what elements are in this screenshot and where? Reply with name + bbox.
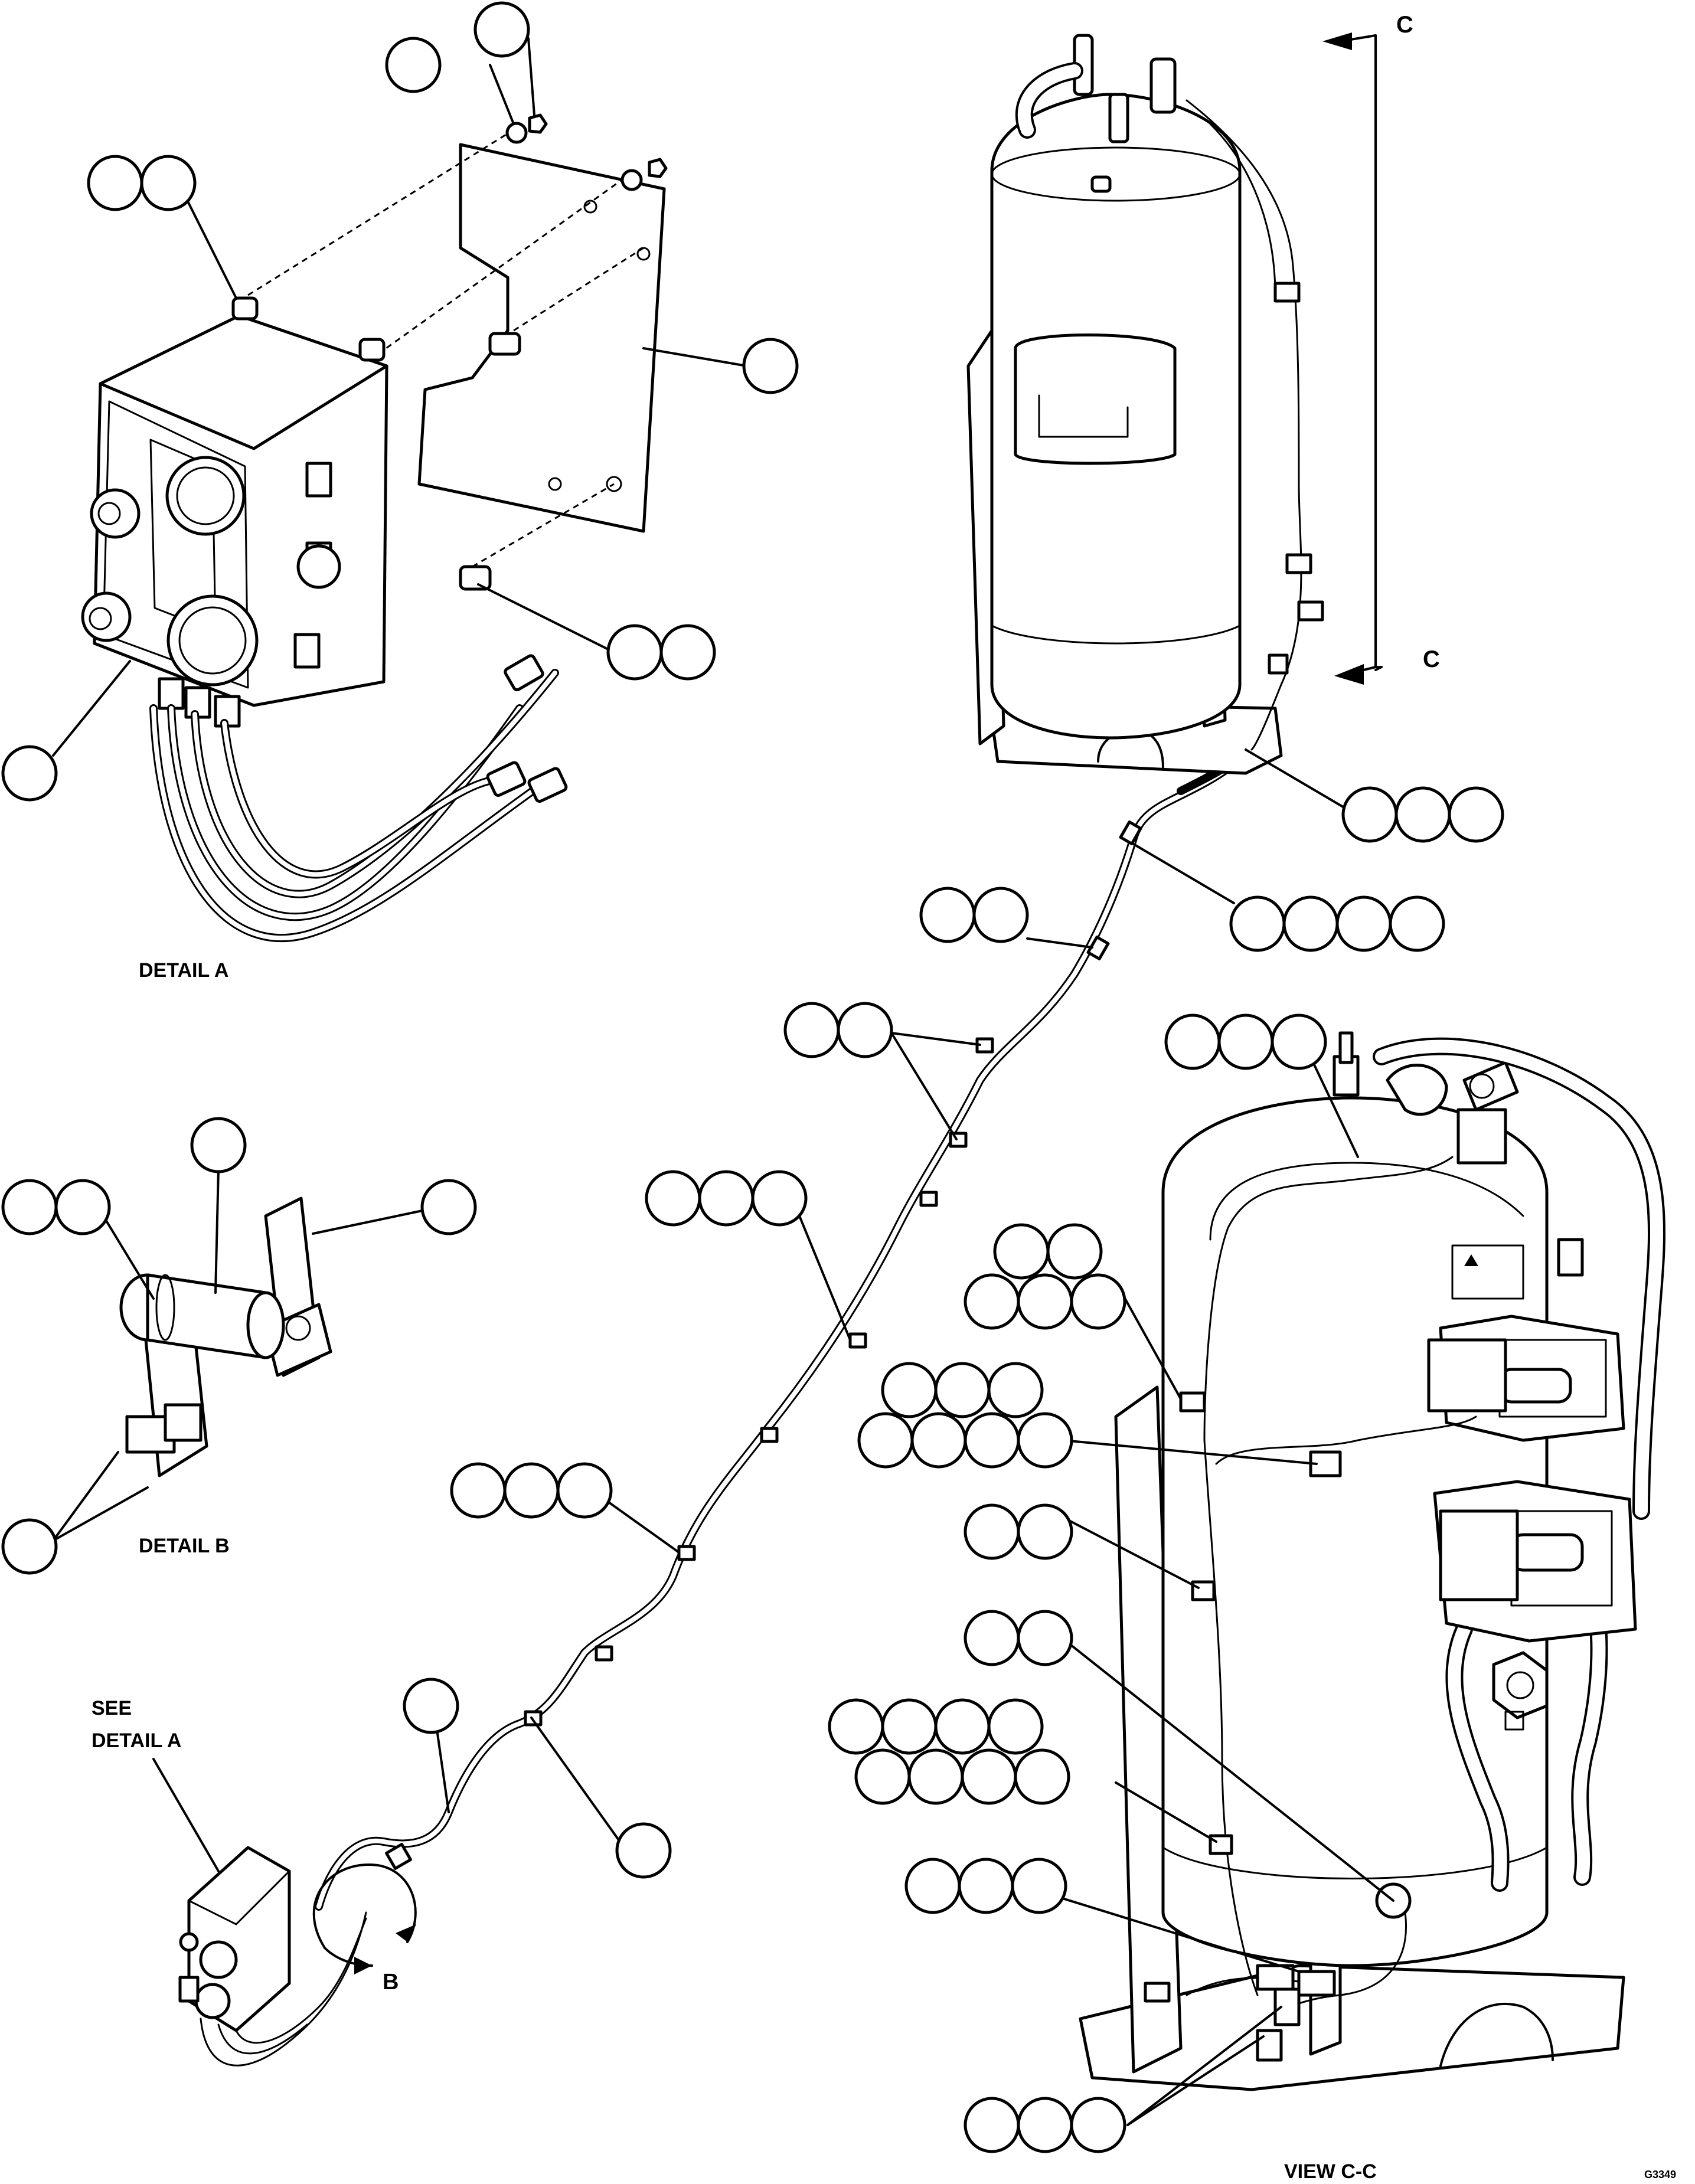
section-c-bottom-label: C [1423,646,1440,672]
detail-a-control-box [81,113,668,943]
nut [528,113,548,134]
callout-balloon [961,1748,1017,1805]
callout-balloon [837,1002,893,1058]
callout-balloon [1164,1013,1221,1070]
callout-balloon [1,745,58,802]
air-tank-top [966,32,1383,775]
screw [488,332,521,356]
push-button-lower [166,594,259,686]
callout-balloon [972,887,1029,943]
arrow-b-label: B [383,1970,399,1995]
callout-balloon [1389,895,1445,952]
leader-lines [52,37,1394,2126]
callout-balloon [854,1748,911,1805]
callout-balloon [556,1462,613,1519]
callout-balloon [1017,1412,1073,1469]
callout-balloon [1229,895,1286,952]
callout-balloon [1017,1273,1073,1330]
callout-balloon [934,1698,991,1755]
callout-balloon [910,1412,967,1469]
callout-balloon [87,155,143,211]
callout-balloon [503,1462,560,1519]
washer [505,122,528,144]
callout-balloon [1341,786,1398,843]
callout-balloon [751,1170,808,1227]
callout-balloon [1271,1013,1327,1070]
callout-balloon [1017,1503,1073,1560]
callout-balloon [919,887,976,943]
callout-balloon [698,1170,755,1227]
callout-balloon [904,1858,961,1914]
callout-balloon [964,2097,1020,2153]
view-cc-caption: VIEW C-C [1284,2160,1377,2183]
callout-balloon [1217,1013,1274,1070]
callout-balloon [964,1412,1020,1469]
callout-balloon [987,1698,1044,1755]
indicator-light-upper [90,488,141,539]
control-box-small [178,1846,367,2067]
tank-cylinder-cc [1161,1096,1549,1967]
callout-balloon [1448,786,1504,843]
detail-b-caption: DETAIL B [139,1535,230,1557]
callout-balloon [964,1503,1020,1560]
callout-balloon [403,1678,459,1734]
see-detail-a-caption: DETAIL A [92,1729,181,1752]
callout-balloon [1282,895,1339,952]
callout-balloon [857,1412,914,1469]
callout-balloon [828,1698,884,1755]
callout-balloon [54,1179,111,1235]
callout-balloon [907,1748,964,1805]
callout-balloon [1,1179,58,1235]
screw [459,565,492,591]
caution-label [1451,1244,1524,1300]
callout-balloon [385,37,442,93]
callout-balloon [1335,895,1392,952]
callout-balloon [615,1822,672,1879]
push-button-upper [165,456,246,536]
callout-balloon [783,1002,840,1058]
callout-balloon [645,1170,701,1227]
callout-balloon [881,1698,938,1755]
callout-balloon [190,1117,247,1173]
section-c-top-label: C [1396,12,1413,38]
callout-balloon [993,1223,1050,1280]
callout-balloon [881,1362,938,1418]
callout-balloons [1,1,1504,2153]
wire-harness [312,746,1256,1974]
tank-base-frame-cc [1079,1964,1625,2091]
callout-balloon [742,338,799,394]
callout-balloon [473,1,530,58]
mounting-plate [417,143,666,533]
indicator-light-lower [81,591,132,642]
detail-a-caption: DETAIL A [139,959,228,982]
callout-balloon [606,624,663,681]
callout-balloon [934,1362,991,1418]
callout-balloon [964,1610,1020,1666]
callout-balloon [1011,1858,1067,1914]
callout-balloon [958,1858,1014,1914]
callout-balloon [1014,1748,1070,1805]
callout-balloon [1,1518,58,1575]
callout-balloon [987,1362,1044,1418]
see-caption: SEE [92,1697,132,1719]
callout-balloon [140,155,197,211]
text-labels: DETAIL A DETAIL B SEE DETAIL A VIEW C-C … [92,12,1676,2183]
callout-balloon [1046,1223,1103,1280]
callout-balloon [1394,786,1451,843]
callout-balloon [1070,1273,1126,1330]
callout-balloon [420,1179,477,1235]
callout-balloon [1017,1610,1073,1666]
callout-balloon [1070,2097,1126,2153]
drawing-number: G3349 [1644,2169,1676,2180]
callout-balloon [659,624,716,681]
callout-balloon [450,1462,507,1519]
air-tank-view-cc [1079,1031,1666,2091]
callout-balloon [1017,2097,1073,2153]
detail-b-bracket [119,1196,332,1477]
callout-balloon [964,1273,1020,1330]
